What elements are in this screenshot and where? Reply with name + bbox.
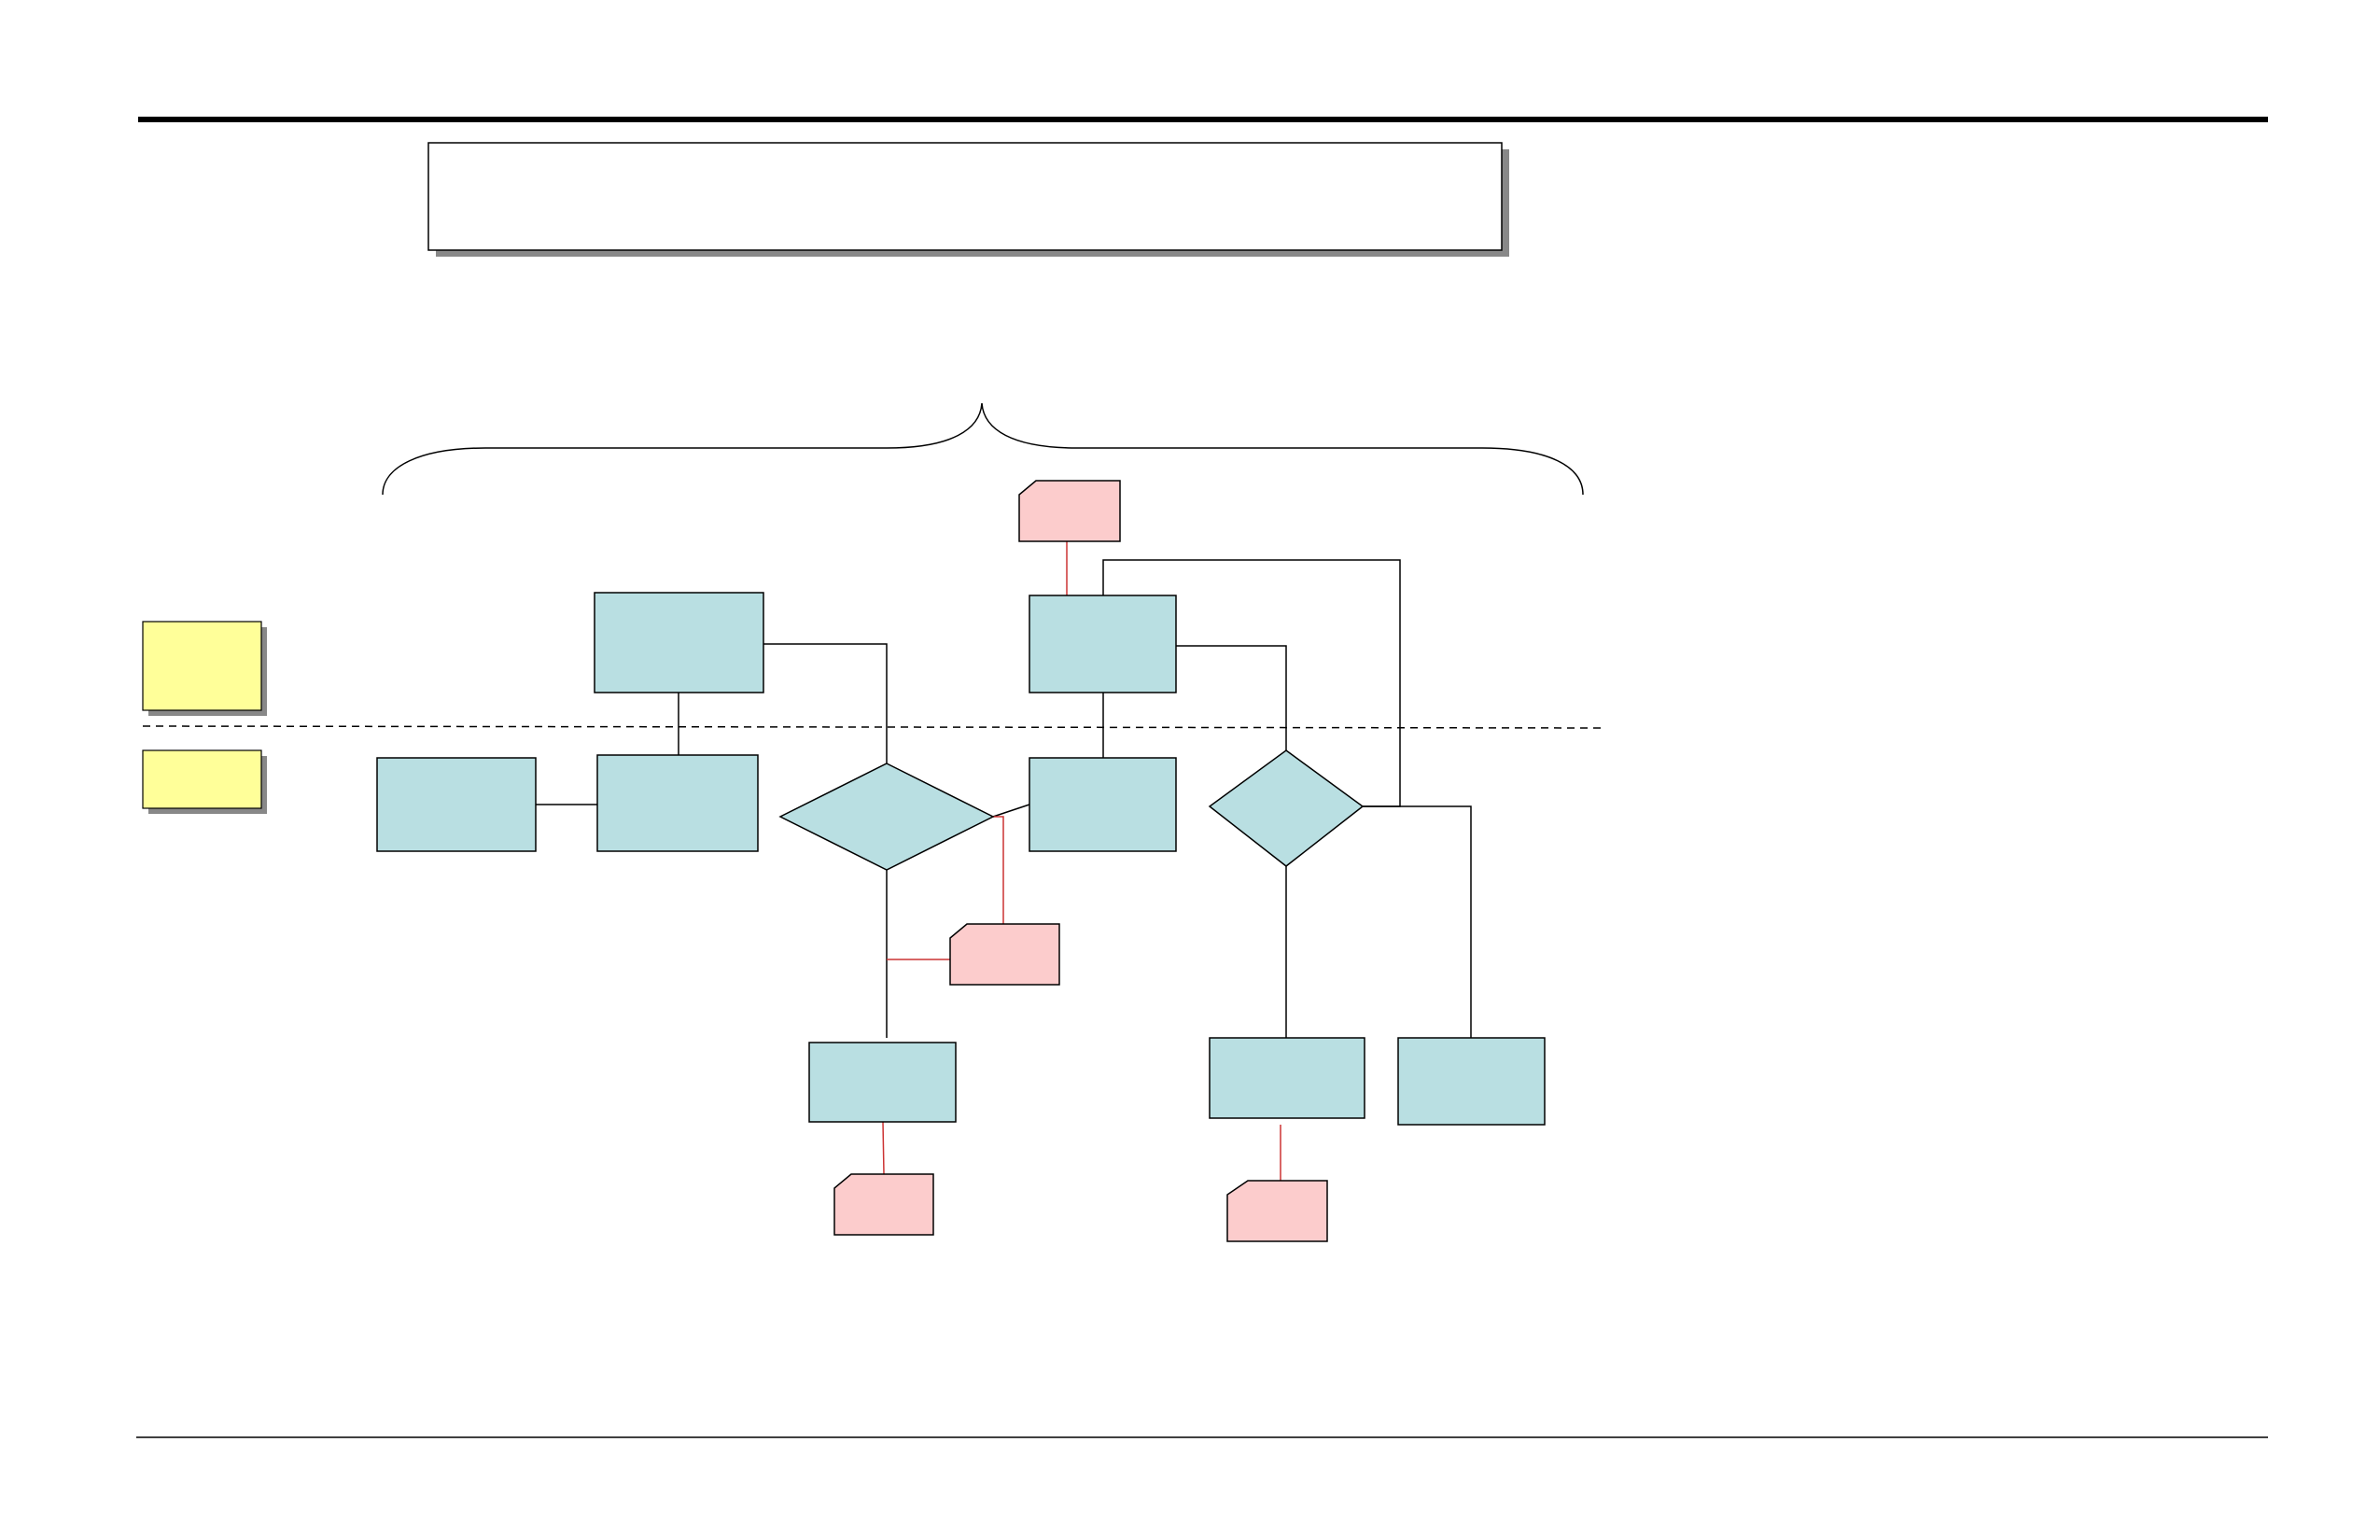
- connectors: [536, 559, 1472, 1043]
- connector-d-d2: [1176, 645, 1287, 750]
- decision-1: [778, 763, 995, 871]
- note-connectors: [882, 541, 1281, 1181]
- lane-divider: [142, 725, 1606, 729]
- lane-label-upper: [142, 621, 267, 716]
- process-a: [376, 757, 537, 852]
- process-g: [1209, 1037, 1365, 1119]
- process-e: [1029, 757, 1177, 852]
- process-d: [1029, 595, 1177, 693]
- process-b: [596, 754, 759, 852]
- connector-d2-i: [1363, 805, 1472, 1038]
- note-mid: [949, 923, 1060, 986]
- connector-d1-e: [992, 804, 1030, 818]
- note-connector-bottom-left: [882, 1121, 885, 1175]
- note-bottom-right: [1226, 1180, 1328, 1242]
- decision-shapes: [778, 749, 1365, 871]
- note-top: [1018, 480, 1121, 542]
- note-cards: [833, 480, 1328, 1242]
- process-h: [1397, 1037, 1546, 1126]
- note-bottom-left: [833, 1173, 934, 1236]
- process-c: [594, 592, 764, 693]
- lane-label-lower: [142, 749, 267, 814]
- decision-2: [1208, 749, 1365, 867]
- connector-c-d1: [763, 643, 888, 763]
- note-connector-mid-a: [993, 816, 1004, 924]
- title-box: [427, 142, 1509, 257]
- process-boxes: [376, 592, 1546, 1126]
- scope-brace: [382, 402, 1584, 496]
- process-f: [808, 1042, 957, 1123]
